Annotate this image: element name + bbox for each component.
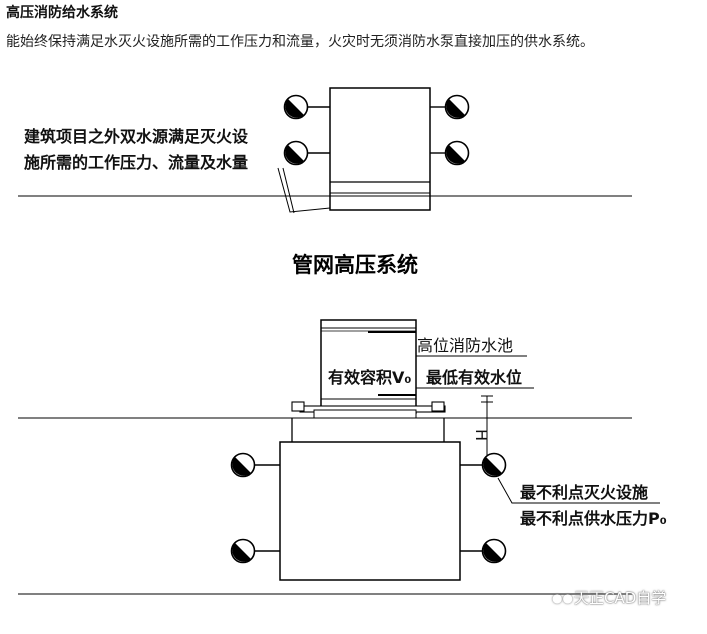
section-title: 管网高压系统: [292, 253, 418, 277]
valve-icon: [444, 94, 470, 120]
article-intro: 能始终保持满足水灭火设施所需的工作压力和流量，火灾时无须消防水泵直接加压的供水系…: [6, 34, 594, 50]
pressure-note-line-2: 最不利点供水压力P₀: [520, 509, 667, 528]
article-heading: 高压消防给水系统: [6, 5, 118, 21]
min-level-label: 最低有效水位: [426, 368, 522, 387]
valve-icon: [283, 94, 309, 120]
pressure-leader: [497, 477, 660, 504]
top-leader-line: [277, 167, 331, 213]
top-pipes: [307, 106, 445, 154]
tank-label: 高位消防水池: [417, 336, 513, 355]
pressure-note-line-1: 最不利点灭火设施: [520, 483, 648, 502]
protected-building: [279, 418, 461, 581]
height-label: H: [472, 429, 491, 441]
top-building: [329, 87, 431, 211]
watermark-text: 天正CAD自学: [574, 589, 667, 607]
top-note-line-2: 施所需的工作压力、流量及水量: [24, 153, 248, 172]
tank-base: [291, 401, 446, 419]
system-diagram: 建筑项目之外双水源满足灭火设 施所需的工作压力、流量及水量 管网高压系统 高位消…: [0, 56, 707, 630]
elevated-water-tank: [320, 319, 417, 414]
valve-icon: [230, 452, 256, 478]
wechat-icon: ●●: [552, 591, 573, 605]
valve-icon: [481, 538, 507, 564]
top-note-line-1: 建筑项目之外双水源满足灭火设: [24, 127, 249, 146]
valve-icon: [444, 140, 470, 166]
least-favorable-valve-icon: [481, 452, 507, 478]
valve-icon: [283, 140, 309, 166]
valve-icon: [230, 538, 256, 564]
volume-label: 有效容积V₀: [328, 368, 411, 387]
building-pipes: [254, 464, 483, 552]
